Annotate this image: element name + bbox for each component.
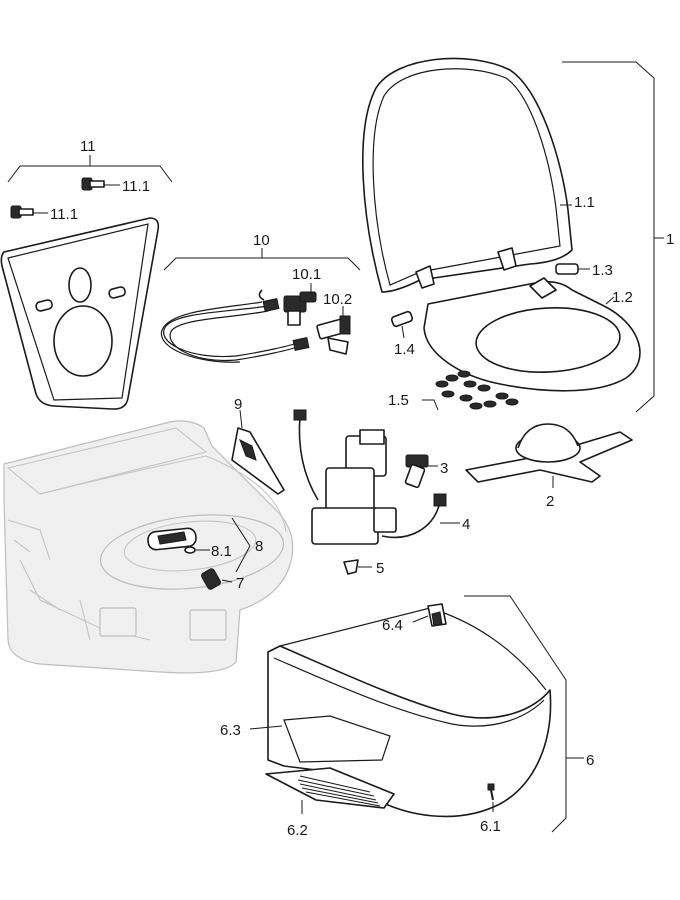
- callout-6-3: 6.3: [220, 722, 241, 739]
- part-2-fixing-bracket: [465, 423, 633, 488]
- callout-10-1: 10.1: [292, 266, 321, 283]
- bracket-10: [163, 257, 361, 271]
- callout-1-5: 1.5: [388, 392, 409, 409]
- callout-11-1-top: 11.1: [122, 178, 150, 195]
- buffers-1-5: [422, 370, 519, 411]
- grill-plate-6-2: [265, 767, 395, 809]
- part-10-hose-set-group: 10 10.1 10.2: [160, 232, 361, 363]
- wc-ceramic-body: [3, 420, 294, 674]
- callout-1-1: 1.1: [574, 194, 595, 211]
- valve-10-2: [316, 315, 351, 355]
- screw-6-1: [487, 783, 495, 812]
- callout-1: 1: [666, 231, 674, 248]
- callout-1-3: 1.3: [592, 262, 613, 279]
- plate-hole-top: [68, 267, 92, 303]
- callout-4: 4: [462, 516, 470, 533]
- valve-10-1: [258, 289, 317, 326]
- callout-11-1-left: 11.1: [50, 206, 78, 223]
- callout-2: 2: [546, 493, 554, 510]
- coiled-hose: [160, 301, 301, 363]
- hinge-pin-1-3: [555, 263, 590, 275]
- part-11-insulation-plate-group: 11 11.1 11.1: [0, 138, 173, 410]
- part-1-seat-lid-group: 1 1.1 1.3 1.2 1.4: [362, 57, 674, 413]
- callout-5: 5: [376, 560, 384, 577]
- callout-8-1: 8.1: [211, 543, 232, 560]
- callout-6-1: 6.1: [480, 818, 501, 835]
- callout-6: 6: [586, 752, 594, 769]
- callout-11: 11: [80, 138, 96, 155]
- callout-6-2: 6.2: [287, 822, 308, 839]
- lid-1-1: [362, 57, 573, 293]
- pin-1-4: [390, 310, 414, 339]
- part-5-clip: [343, 559, 372, 575]
- callout-8: 8: [255, 538, 263, 555]
- callout-1-4: 1.4: [394, 341, 415, 358]
- callout-3: 3: [440, 460, 448, 477]
- bracket-1: [562, 61, 655, 413]
- callout-10: 10: [253, 232, 270, 249]
- callout-1-2: 1.2: [612, 289, 633, 306]
- screw-11-1-top: [81, 177, 120, 191]
- part-6-bottom-cover-group: 6 6.4 6.3 6.2 6.1: [220, 595, 594, 839]
- callout-7: 7: [236, 575, 244, 592]
- callout-9: 9: [234, 396, 242, 413]
- plate-hole-main: [53, 305, 113, 377]
- part-9-cover: [231, 409, 285, 495]
- bracket-6: [464, 595, 567, 833]
- callout-6-4: 6.4: [382, 617, 403, 634]
- callout-10-2: 10.2: [323, 291, 352, 308]
- part-4-valve-unit: [293, 409, 460, 545]
- screw-11-1-left: [10, 205, 48, 219]
- part-3-fitting: [404, 454, 438, 489]
